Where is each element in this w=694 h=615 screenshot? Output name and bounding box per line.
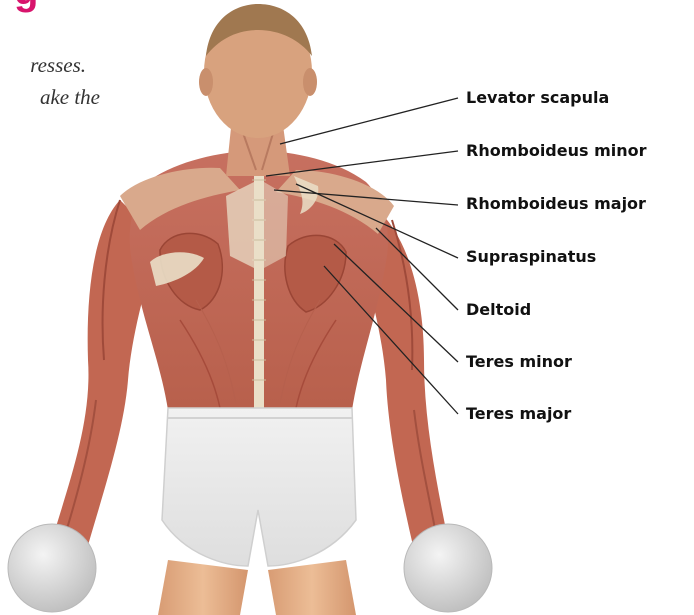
label-supraspinatus: Supraspinatus xyxy=(466,247,596,267)
label-rhomboideus-major: Rhomboideus major xyxy=(466,194,646,214)
label-levator-scapula: Levator scapula xyxy=(466,88,609,108)
label-teres-minor: Teres minor xyxy=(466,352,572,372)
label-rhomboideus-minor: Rhomboideus minor xyxy=(466,141,647,161)
shorts xyxy=(162,408,356,566)
left-dumbbell xyxy=(8,524,96,612)
torso xyxy=(120,150,394,410)
label-teres-major: Teres major xyxy=(466,404,571,424)
right-dumbbell xyxy=(404,524,492,612)
head xyxy=(199,4,317,138)
leader-line-levator-scapula xyxy=(280,98,458,144)
label-deltoid: Deltoid xyxy=(466,300,531,320)
legs xyxy=(158,560,356,615)
